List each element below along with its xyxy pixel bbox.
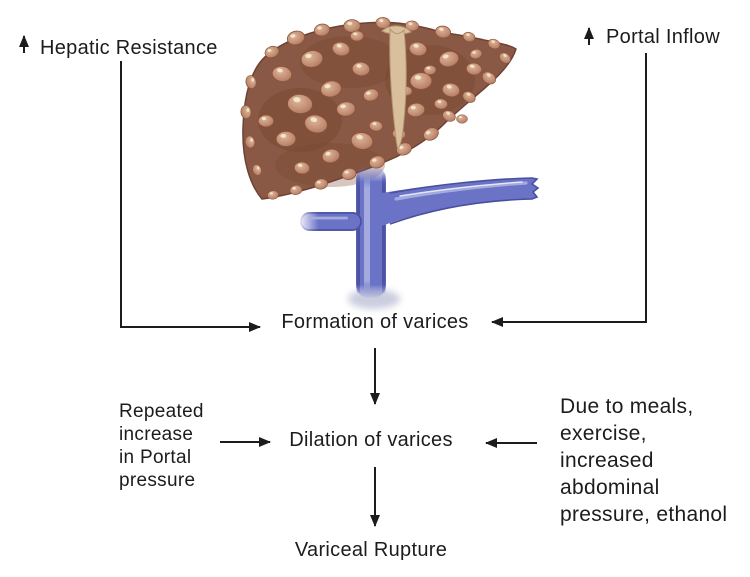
connector-hepatic-to-formation — [120, 61, 261, 332]
trigger-factors-label: Due to meals, exercise, increased abdomi… — [560, 395, 728, 526]
falciform-ligament — [381, 25, 412, 152]
formation-of-varices-label: Formation of varices — [281, 311, 469, 333]
cirrhotic-liver-illustration — [240, 16, 517, 200]
variceal-rupture-label: Variceal Rupture — [294, 539, 448, 561]
hepatic-resistance-label: Hepatic Resistance — [40, 37, 218, 59]
connector-portal-to-formation — [491, 53, 647, 327]
dilation-of-varices-label: Dilation of varices — [289, 429, 453, 451]
portal-vein-illustration — [300, 166, 540, 309]
portal-pressure-factor-label: Repeated increase in Portal pressure — [119, 401, 204, 491]
portal-inflow-label: Portal Inflow — [606, 26, 720, 48]
